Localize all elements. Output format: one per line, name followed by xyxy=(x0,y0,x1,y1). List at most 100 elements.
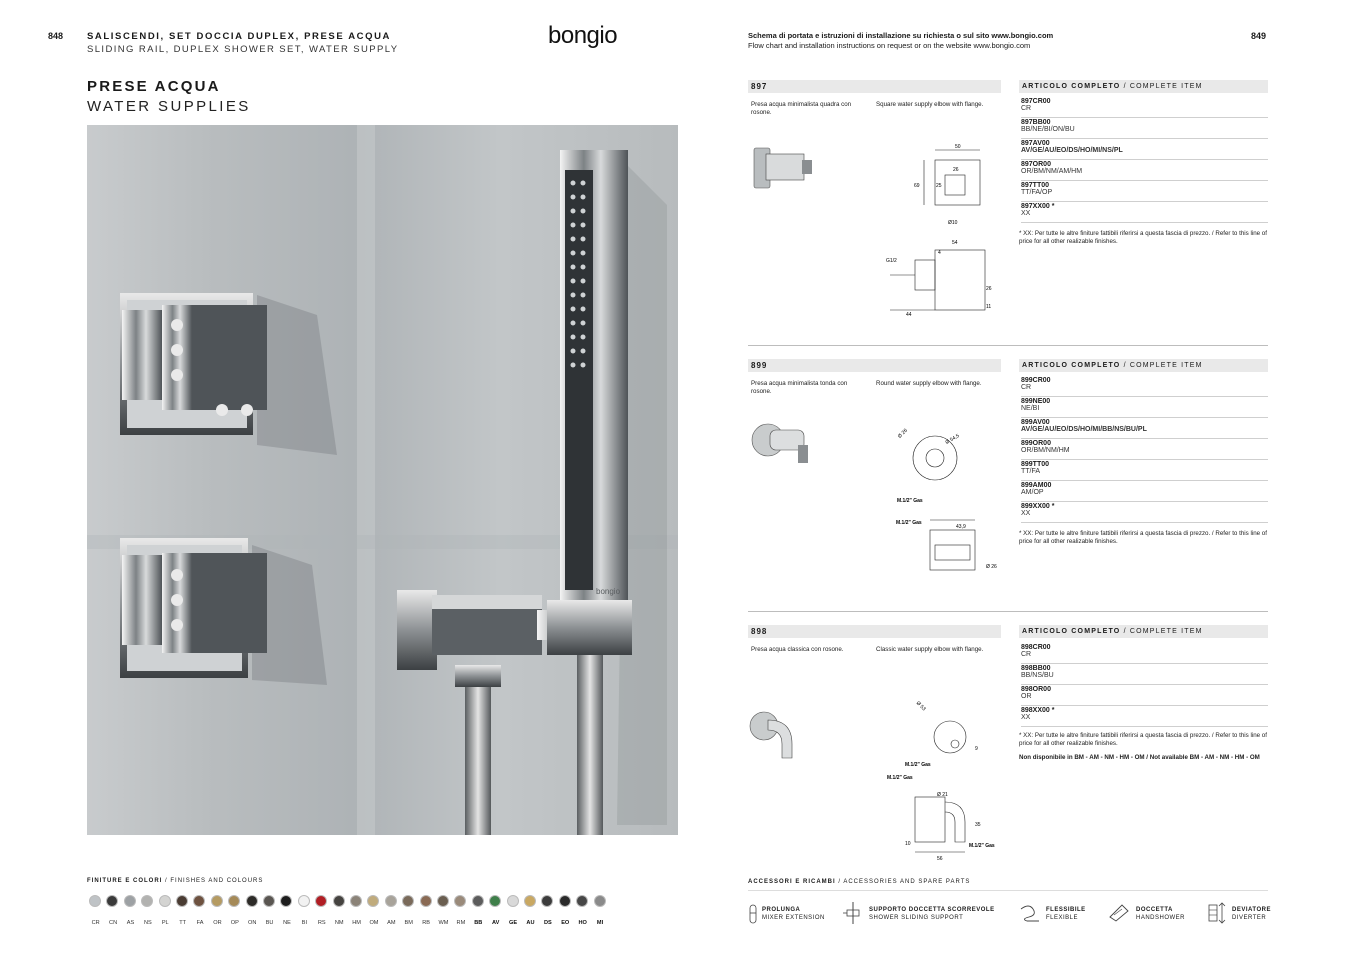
dim-899-f: Ø 26 xyxy=(986,564,997,570)
left-page-number: 848 xyxy=(48,31,64,41)
finish-label: AS xyxy=(126,920,135,926)
finish-label: CR xyxy=(91,920,100,926)
finish-swatch-nm xyxy=(332,895,345,907)
finish-label: PL xyxy=(161,920,169,926)
article-head-it: ARTICOLO COMPLETO xyxy=(1022,628,1121,635)
note-897: * XX: Per tutte le altre finiture fattib… xyxy=(1019,230,1267,245)
product-desc-it: Presa acqua minimalista quadra con roson… xyxy=(751,101,852,116)
dim-899-b: Ø 54,5 xyxy=(945,433,961,446)
finishes-title: FINITURE E COLORI / FINISHES AND COLOURS xyxy=(87,878,264,884)
finishes-title-en: FINISHES AND COLOURS xyxy=(170,878,264,884)
finish-label: BI xyxy=(301,920,308,926)
finish-swatch-eo xyxy=(558,895,571,907)
finish-swatch-on xyxy=(245,895,258,907)
finish-swatch-om xyxy=(367,895,380,907)
accessories-title-it: ACCESSORI E RICAMBI xyxy=(748,879,836,885)
finish-label: CN xyxy=(109,920,118,926)
handshower-icon xyxy=(1109,904,1129,922)
dim-899-e: 43,9 xyxy=(956,524,966,530)
finish-label: TT xyxy=(179,920,187,926)
article-head-it: ARTICOLO COMPLETO xyxy=(1022,83,1121,90)
finish-swatch-av xyxy=(489,895,502,907)
product-code-bar: 898 xyxy=(748,625,1001,638)
dim-897-h: G1/2 xyxy=(886,258,897,264)
finish-swatch-rs xyxy=(315,895,328,907)
divider xyxy=(748,611,1268,612)
dim-898-i: 56 xyxy=(937,856,943,862)
finish-label: AM xyxy=(387,920,396,926)
product-899-image xyxy=(751,423,808,463)
finish-swatch-bb xyxy=(471,895,484,907)
finish-label: DS xyxy=(543,920,552,926)
section-title-en: WATER SUPPLIES xyxy=(87,98,251,115)
product-desc-en: Round water supply elbow with flange. xyxy=(876,380,982,387)
finish-swatch-cr xyxy=(89,895,101,907)
section-title-it: PRESE ACQUA xyxy=(87,78,221,95)
note-898: * XX: Per tutte le altre finiture fattib… xyxy=(1019,732,1267,747)
finish-swatch-rm xyxy=(454,895,467,907)
product-code-bar: 897 xyxy=(748,80,1001,93)
header-title-en: SLIDING RAIL, DUPLEX SHOWER SET, WATER S… xyxy=(87,44,399,55)
finish-swatch-pl xyxy=(158,895,171,907)
dim-897-a: 50 xyxy=(955,144,961,150)
dim-897-d: 25 xyxy=(936,183,942,189)
dim-897-j: 44 xyxy=(906,312,912,318)
product-desc-en: Square water supply elbow with flange. xyxy=(876,101,984,108)
article-row: 897XX00 *XX xyxy=(1021,202,1268,223)
article-head-899: ARTICOLO COMPLETO / COMPLETE ITEM xyxy=(1019,359,1268,372)
finish-swatch-am xyxy=(384,895,397,907)
finish-swatch-fa xyxy=(193,895,206,907)
finish-label: BM xyxy=(404,920,413,926)
dim-897-i: 26 xyxy=(986,286,992,292)
finish-label: HO xyxy=(578,920,587,926)
dim-899-c: M.1/2" Gas xyxy=(897,498,923,504)
finish-swatch-hm xyxy=(350,895,362,907)
finish-label: OR xyxy=(213,920,222,926)
dim-897-c: 69 xyxy=(914,183,920,189)
diverter-icon xyxy=(1208,902,1226,924)
article-head-en: COMPLETE ITEM xyxy=(1129,362,1203,369)
dim-898-f: 35 xyxy=(975,822,981,828)
dim-899-a: Ø 26 xyxy=(897,428,909,440)
shower-photo-illustration xyxy=(87,125,678,835)
finish-swatch-or xyxy=(210,895,223,907)
article-row: 899XX00 *XX xyxy=(1021,502,1268,523)
dim-898-g: 10 xyxy=(905,841,911,847)
finish-label: AV xyxy=(492,920,500,926)
product-photo: bongio xyxy=(87,125,678,835)
article-head-it: ARTICOLO COMPLETO xyxy=(1022,362,1121,369)
dim-897-f: 54 xyxy=(952,240,958,246)
finish-label: OM xyxy=(369,920,379,926)
finish-label: EO xyxy=(561,920,570,926)
finish-swatch-as xyxy=(123,895,136,907)
product-898-image xyxy=(749,711,793,759)
finish-label: GE xyxy=(509,920,518,926)
dim-899-d: M.1/2" Gas xyxy=(896,520,922,526)
finish-swatch-rb xyxy=(419,895,432,907)
product-desc-it: Presa acqua classica con rosone. xyxy=(751,646,844,653)
finish-label: NM xyxy=(334,920,344,926)
product-898-drawing: Ø 53 9 M.1/2" Gas M.1/2" Gas Ø 21 35 10 … xyxy=(887,700,995,862)
finish-swatches xyxy=(89,895,609,909)
finish-label: NS xyxy=(143,920,152,926)
finishes-title-it: FINITURE E COLORI xyxy=(87,878,163,884)
article-row: 898XX00 *XX xyxy=(1021,706,1268,727)
finish-swatch-ds xyxy=(541,895,554,907)
finish-label: RB xyxy=(422,920,430,926)
product-code-bar: 899 xyxy=(748,359,1001,372)
